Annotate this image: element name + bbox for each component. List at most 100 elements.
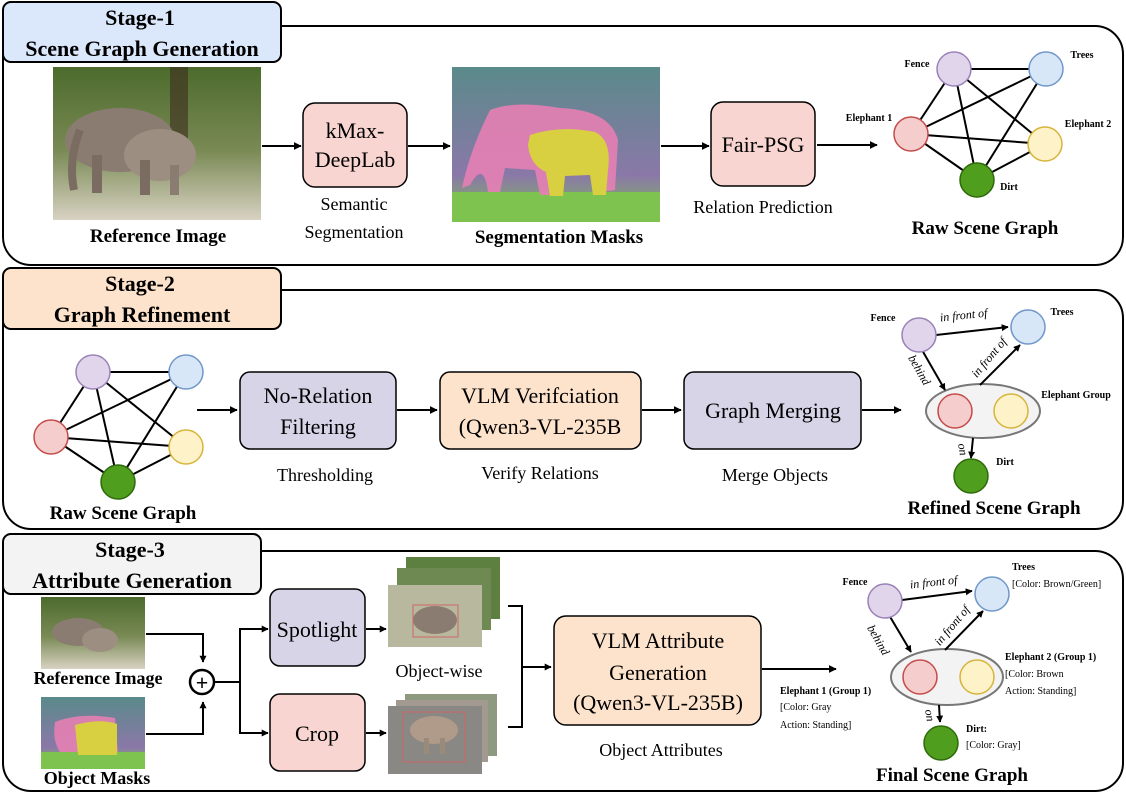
combine-plus-text: + — [196, 670, 209, 695]
stage-2-title: Stage-2 — [105, 271, 175, 296]
input-raw-graph-label: Raw Scene Graph — [50, 503, 197, 524]
semantic-caption-line1: Semantic — [321, 194, 388, 214]
no-relation-filtering-box — [239, 371, 397, 450]
spotlight-box — [269, 588, 366, 667]
vlm-attribute-box — [553, 615, 762, 726]
vlm-attribute-line2: Generation — [609, 660, 707, 685]
final-dirt-node — [923, 725, 959, 761]
verify-relations-caption: Verify Relations — [481, 463, 598, 483]
vlm-attribute-line3: (Qwen3-VL-235B) — [573, 690, 743, 715]
final-elephant-1-node — [902, 659, 938, 695]
elephant-group-label: Elephant Group — [1041, 390, 1111, 401]
kmax-label-line2: DeepLab — [315, 147, 396, 172]
stage-3-subtitle: Attribute Generation — [32, 568, 232, 593]
crop-box — [269, 693, 366, 772]
edge-fence-trees-label: in front of — [939, 305, 989, 324]
refined-fence-label: Fence — [871, 313, 897, 324]
refined-elephant-1-node — [937, 393, 973, 429]
refined-dirt-node — [953, 458, 989, 494]
stage-2-subtitle: Graph Refinement — [54, 302, 231, 327]
stage-3-header — [2, 533, 262, 595]
dirt-label: Dirt — [1000, 182, 1018, 193]
trees-node — [1028, 51, 1064, 87]
input-fence-node — [75, 354, 111, 390]
filtering-label-line1: No-Relation — [264, 383, 373, 408]
refined-scene-graph-label: Refined Scene Graph — [907, 498, 1081, 519]
stage-3: Stage-3 Attribute Generation Reference I… — [2, 533, 1124, 792]
elephant-2-node — [1027, 126, 1063, 162]
kmax-label-line1: kMax- — [326, 118, 385, 143]
crop-stack — [388, 694, 497, 774]
input-dirt-node — [100, 464, 136, 500]
final-dirt-attr: [Color: Gray] — [966, 740, 1021, 751]
input-trees-node — [168, 354, 204, 390]
stage-2: Stage-2 Graph Refinement Raw Scene Graph… — [2, 267, 1124, 530]
stage-3-title: Stage-3 — [95, 537, 165, 562]
refined-dirt-label: Dirt — [996, 457, 1014, 468]
final-trees-node — [974, 576, 1010, 612]
refined-trees-label: Trees — [1051, 307, 1074, 318]
final-elephant-1-attr2: Action: Standing] — [780, 720, 851, 731]
object-attributes-caption: Object Attributes — [599, 740, 722, 760]
vlm-attribute-line1: VLM Attribute — [592, 628, 725, 653]
final-edge-group-dirt-label: on — [922, 708, 938, 722]
graph-merging-label: Graph Merging — [705, 398, 841, 423]
object-wise-label: Object-wise — [396, 661, 483, 681]
elephant-2-label: Elephant 2 — [1065, 119, 1111, 130]
final-elephant-2-node — [959, 659, 995, 695]
stage-3-reference-image — [41, 597, 145, 669]
final-elephant-1-label: Elephant 1 (Group 1) — [780, 686, 871, 697]
dirt-node — [959, 162, 995, 198]
reference-image — [53, 67, 261, 220]
fence-node — [936, 51, 972, 87]
stage-3-reference-label: Reference Image — [33, 668, 162, 688]
elephant-1-node — [893, 116, 929, 152]
final-elephant-1-attr1: [Color: Gray — [780, 702, 831, 713]
segmentation-masks-image — [452, 67, 660, 222]
merge-objects-caption: Merge Objects — [722, 465, 828, 485]
stage-1-subtitle: Scene Graph Generation — [25, 36, 258, 61]
combine-symbol — [188, 668, 216, 696]
final-elephant-2-attr2: Action: Standing] — [1005, 686, 1076, 697]
object-masks-label: Object Masks — [44, 768, 151, 788]
filtering-label-line2: Filtering — [280, 414, 356, 439]
input-elephant-1-node — [33, 419, 69, 455]
final-dirt-label: Dirt: — [966, 724, 987, 735]
vlm-verification-line2: (Qwen3-VL-235B — [459, 414, 622, 439]
reference-image-label: Reference Image — [90, 226, 226, 247]
final-trees-attr: [Color: Brown/Green] — [1012, 579, 1101, 590]
kmax-deeplab-box — [302, 102, 408, 188]
final-edge-fence-trees-label: in front of — [909, 572, 959, 591]
stage-1-title: Stage-1 — [105, 5, 175, 30]
semantic-caption-line2: Segmentation — [305, 222, 404, 242]
stage-1-header — [2, 1, 282, 63]
final-scene-graph — [867, 576, 1010, 761]
refined-elephant-2-node — [993, 393, 1029, 429]
raw-scene-graph-label: Raw Scene Graph — [912, 218, 1059, 239]
refined-trees-node — [1010, 309, 1046, 345]
final-scene-graph-label: Final Scene Graph — [876, 765, 1028, 786]
spotlight-label: Spotlight — [277, 617, 358, 642]
edge-group-dirt-label: on — [955, 442, 971, 456]
stage-1: Stage-1 Scene Graph Generation Reference… — [2, 1, 1124, 266]
crop-label: Crop — [295, 721, 339, 746]
final-trees-label: Trees — [1012, 562, 1035, 573]
final-elephant-2-attr1: [Color: Brown — [1005, 669, 1064, 680]
segmentation-masks-label: Segmentation Masks — [475, 227, 643, 248]
fence-label: Fence — [905, 59, 931, 70]
refined-scene-graph — [901, 309, 1046, 494]
spotlight-stack — [388, 557, 500, 647]
final-fence-node — [867, 583, 903, 619]
graph-merging-box — [683, 371, 862, 450]
elephant-1-label: Elephant 1 — [846, 113, 892, 124]
relation-prediction-caption: Relation Prediction — [693, 197, 832, 217]
final-fence-label: Fence — [843, 577, 869, 588]
object-masks-image — [41, 697, 145, 769]
fair-psg-label: Fair-PSG — [722, 132, 805, 157]
final-elephant-2-label: Elephant 2 (Group 1) — [1005, 652, 1096, 663]
input-elephant-2-node — [168, 429, 204, 465]
vlm-verification-box — [439, 371, 642, 450]
refined-fence-node — [901, 317, 937, 353]
fair-psg-box — [710, 101, 816, 187]
